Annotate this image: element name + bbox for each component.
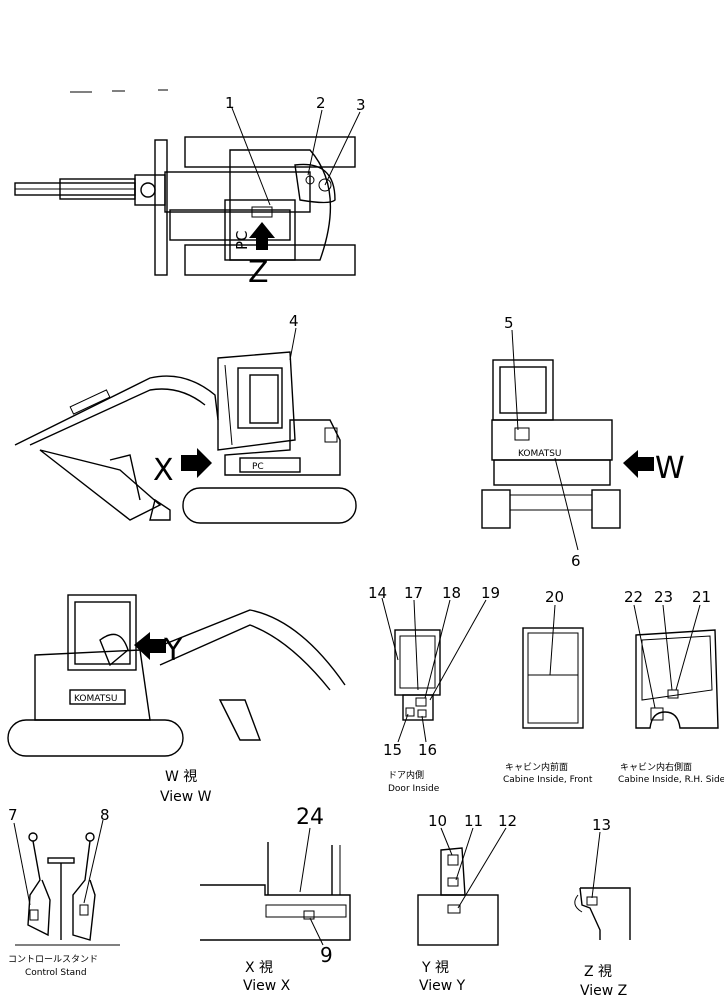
- cab-roof-brand: PC: [233, 230, 251, 250]
- view-w-title-jp: W 視: [165, 769, 197, 785]
- view-z-title-jp: Z 視: [584, 964, 612, 980]
- callout-9: 9: [320, 943, 333, 967]
- arrow-w-label: W: [655, 451, 685, 486]
- view-z-drawing: [574, 831, 631, 940]
- arrow-x-label: X: [153, 453, 174, 488]
- callout-16: 16: [418, 741, 437, 759]
- callout-12: 12: [498, 812, 517, 830]
- cabin-rh-drawing: [633, 604, 719, 729]
- view-w-brand: KOMATSU: [74, 694, 118, 704]
- callout-24: 24: [296, 805, 324, 830]
- rear-view: KOMATSU W: [481, 329, 685, 551]
- view-x-title-en: View X: [243, 978, 291, 994]
- callout-11: 11: [464, 812, 483, 830]
- callout-21: 21: [692, 588, 711, 606]
- arrow-z-label: Z: [248, 255, 269, 290]
- callout-6: 6: [571, 552, 581, 570]
- view-w-title-en: View W: [160, 789, 212, 805]
- callout-3: 3: [356, 96, 366, 114]
- callout-19: 19: [481, 584, 500, 602]
- arrow-w-icon: [623, 450, 654, 478]
- front-caption-en: Cabine Inside, Front: [503, 775, 593, 785]
- callout-22: 22: [624, 588, 643, 606]
- rh-caption-jp: キャビン内右側面: [620, 761, 692, 773]
- callout-23: 23: [654, 588, 673, 606]
- view-x-title-jp: X 視: [245, 960, 273, 976]
- callout-8: 8: [100, 806, 110, 824]
- callout-10: 10: [428, 812, 447, 830]
- side-brand: PC: [252, 462, 264, 472]
- callout-7: 7: [8, 806, 18, 824]
- callout-4: 4: [289, 312, 299, 330]
- arrow-y-icon: [134, 632, 166, 660]
- arrow-x-icon: [181, 448, 212, 478]
- door-caption-jp: ドア内側: [388, 769, 424, 781]
- callout-2: 2: [316, 94, 326, 112]
- door-caption-en: Door Inside: [388, 784, 440, 794]
- view-z-title-en: View Z: [580, 983, 627, 997]
- control-stand-drawing: [13, 819, 120, 946]
- callout-17: 17: [404, 584, 423, 602]
- control-caption-en: Control Stand: [25, 968, 87, 978]
- callout-5: 5: [504, 314, 514, 332]
- top-plan-view: PC Z: [14, 89, 361, 290]
- front-caption-jp: キャビン内前面: [505, 761, 568, 773]
- control-caption-jp: コントロールスタンド: [8, 954, 98, 965]
- view-y-title-en: View Y: [419, 978, 466, 994]
- label-square-5: [514, 427, 530, 441]
- view-y-title-jp: Y 視: [421, 960, 449, 976]
- callout-13: 13: [592, 816, 611, 834]
- callout-14: 14: [368, 584, 387, 602]
- view-x-drawing: [200, 827, 351, 946]
- side-view-left: PC X: [14, 327, 357, 524]
- view-w-drawing: KOMATSU Y: [7, 594, 346, 757]
- callout-15: 15: [383, 741, 402, 759]
- rear-brand: KOMATSU: [518, 449, 562, 459]
- callout-20: 20: [545, 588, 564, 606]
- callout-1: 1: [225, 94, 235, 112]
- cabin-front-drawing: [522, 604, 584, 729]
- rh-caption-en: Cabine Inside, R.H. Side: [618, 775, 724, 785]
- arrow-y-label: Y: [163, 633, 183, 668]
- view-y-drawing: [417, 827, 507, 946]
- arrow-z-icon: [249, 222, 275, 250]
- callout-18: 18: [442, 584, 461, 602]
- door-inside-drawing: [381, 597, 487, 743]
